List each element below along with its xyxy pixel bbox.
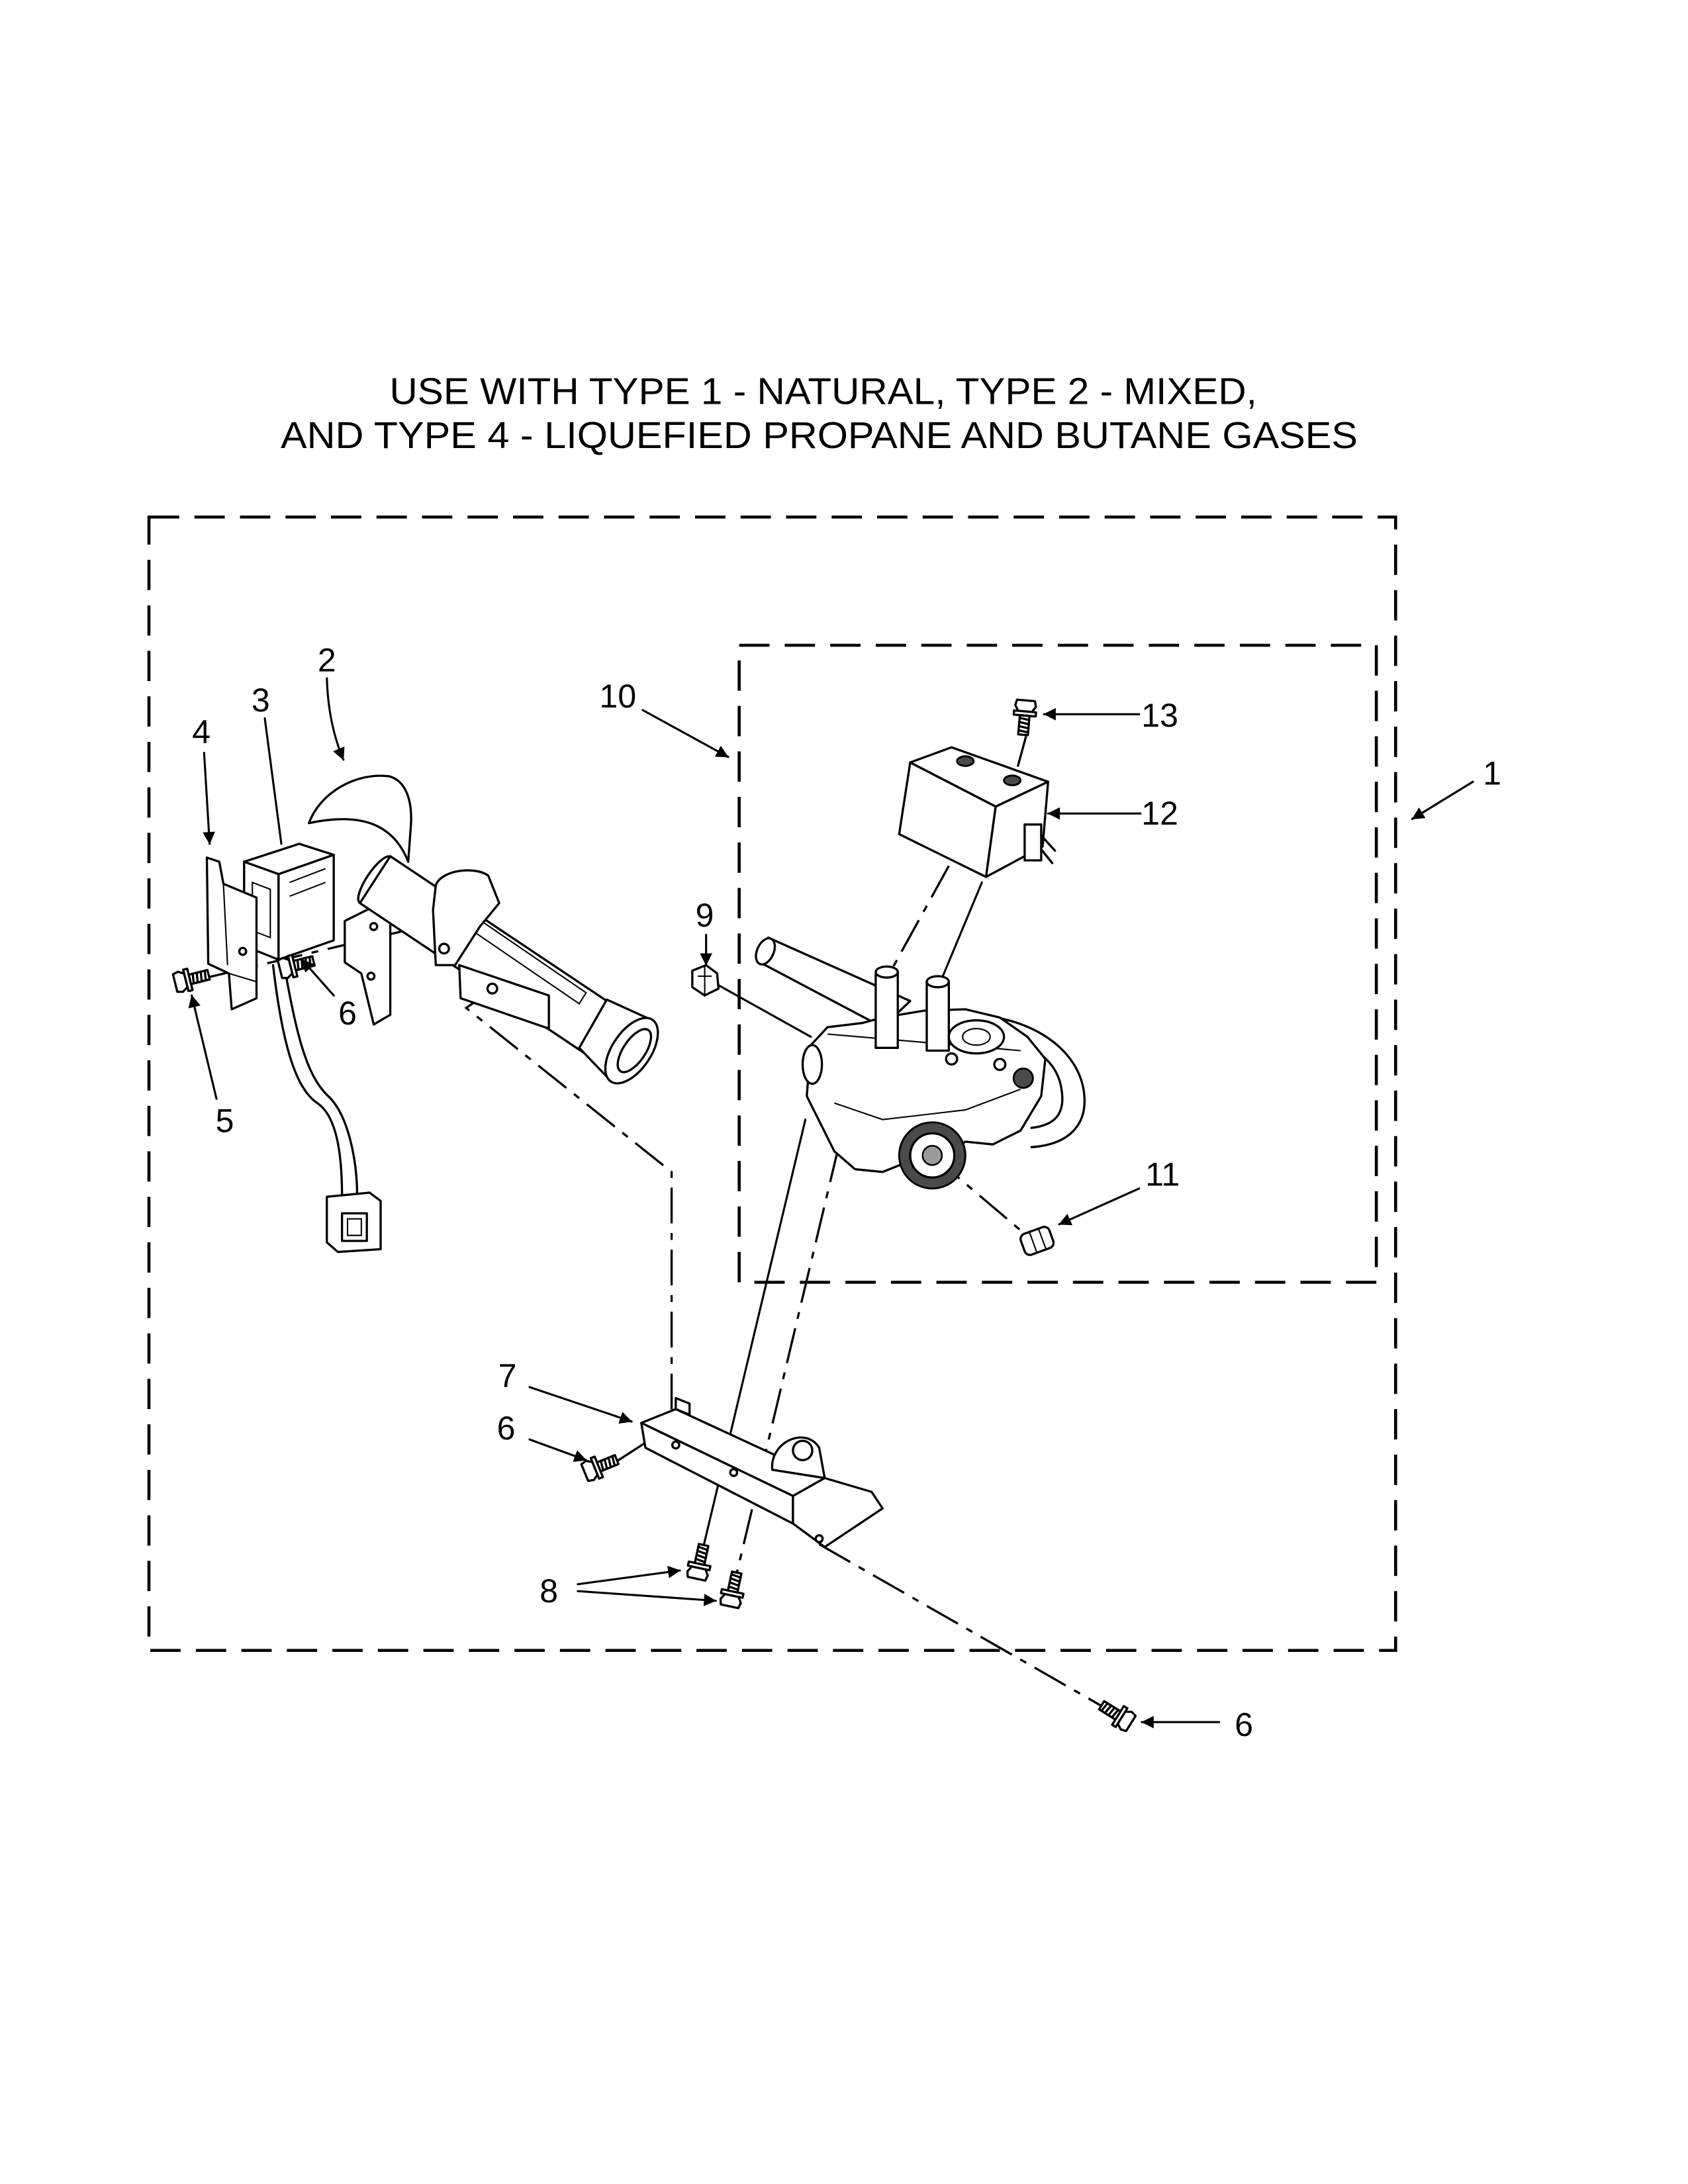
burner-tube-lower-plate-hole [486,982,498,995]
leader-1 [1411,780,1474,821]
gas-valve-screw-head-2 [993,1058,1007,1071]
callout-10: 10 [600,678,637,715]
gas-valve-side-knob [1012,1068,1034,1089]
mounting-bracket-plate [205,856,258,1011]
support-bracket-hole-2 [729,1468,739,1477]
tube-side-plate-hole-2 [366,972,376,981]
coil-screw-axis-line [1016,736,1027,767]
screw-6-bracket [579,1448,622,1484]
callout-6-bottom: 6 [1235,1706,1253,1743]
callout-6-bracket: 6 [497,1410,516,1447]
orifice-to-valve-line [716,983,812,1038]
plug-fitting [1019,1226,1055,1256]
bracket-left-screw-axis-line [616,1442,645,1463]
gas-valve-port-left [874,971,899,1049]
callout-3: 3 [252,682,270,719]
callout-11: 11 [1145,1156,1180,1193]
gas-valve-port-right [925,980,950,1052]
solenoid-coil-side-face [984,780,1050,878]
igniter-wire-harness [271,964,382,1253]
screw-8-b [718,1569,749,1610]
support-bracket-ear-hole [792,1439,814,1461]
gas-valve-manifold-outer [971,1013,1086,1149]
callout-2: 2 [318,642,336,679]
bracket-screw-axis-line [818,1543,1104,1708]
burner-tube-bell-opening [616,1028,653,1073]
coil-to-valve-line-right [939,881,983,983]
igniter-wire-1 [271,964,344,1199]
mounting-bracket-fold [222,884,257,983]
diagram-title-line-1: USE WITH TYPE 1 - NATURAL, TYPE 2 - MIXE… [390,370,1257,412]
diagram-title-line-2: AND TYPE 4 - LIQUEFIED PROPANE AND BUTAN… [281,414,1358,456]
burner-tube-mount-ear-hole [438,942,450,955]
callout-labels: 1 2 3 4 5 6 7 6 8 9 10 11 12 13 6 [192,642,1501,1743]
leader-6-bracket [528,1438,587,1462]
screw-13 [1011,698,1039,737]
screw-6-bottom [1094,1694,1138,1734]
orifice-detail [698,965,712,996]
solenoid-coil-hole-2 [1003,774,1022,786]
wire-connector-detail [346,1218,362,1236]
burner-tube-hook-flange [308,774,412,863]
gas-valve-port-left-top [874,965,899,979]
gas-valve-coil-ring-center [921,1145,943,1166]
callout-4: 4 [192,713,211,751]
leader-5 [188,994,218,1100]
leader-4 [203,751,215,845]
burner-tube [308,774,659,1085]
leader-3 [263,717,283,845]
leader-8-b [577,1590,717,1606]
assembly-outline-box [147,515,1397,1653]
mounting-bracket [205,856,258,1011]
callout-leaders [188,677,1474,1729]
gas-valve-top-cap [947,1019,1006,1055]
burner-tube-mount-ear [432,869,500,967]
screw-8-a [684,1541,716,1582]
support-bracket-end-flange [792,1477,884,1549]
callout-1: 1 [1483,754,1501,792]
callout-12: 12 [1141,795,1178,832]
gas-valve-inlet-boss [801,1044,823,1085]
callout-5: 5 [216,1102,234,1139]
leader-10 [641,709,729,758]
solenoid-coil-hole-1 [956,755,975,767]
gas-valve-screw-head-1 [945,1052,959,1066]
plug-detail [1029,1228,1047,1253]
valve-mount-line-dashed [735,1146,840,1575]
wire-connector-socket [341,1212,368,1242]
gas-valve-top-cap-inner [962,1028,991,1046]
gas-valve-port-right-top [925,975,950,989]
igniter-side-face [277,854,335,961]
leader-11 [1058,1187,1141,1226]
gas-valve [755,936,1086,1190]
solenoid-coil [898,746,1056,878]
solenoid-coil-terminal-block [1023,823,1043,862]
callout-6-igniter: 6 [338,995,357,1032]
support-bracket [640,1396,884,1549]
mounting-bracket-hole [238,946,248,956]
orifice-fitting [691,964,720,997]
support-bracket-hole-3 [814,1534,824,1543]
leader-6-igniter [301,958,335,997]
leader-8-a [577,1566,681,1586]
valve-subassembly-outline-box [737,643,1378,1284]
gas-valve-inlet-pipe-end [755,937,776,966]
callout-7: 7 [498,1357,517,1394]
leader-7 [528,1386,633,1424]
solenoid-coil-terminal-pin [1040,834,1056,864]
coil-to-valve-line-left [888,865,950,974]
support-bracket-hole-1 [671,1440,680,1450]
burner-tube-lower-plate [458,964,550,1030]
leader-2 [326,677,345,761]
callout-9: 9 [696,897,714,934]
callout-13: 13 [1141,697,1178,734]
callout-8: 8 [539,1572,558,1610]
screw-5 [171,962,212,995]
igniter-wire-2 [283,964,359,1199]
tube-side-plate-hole-1 [369,922,379,931]
